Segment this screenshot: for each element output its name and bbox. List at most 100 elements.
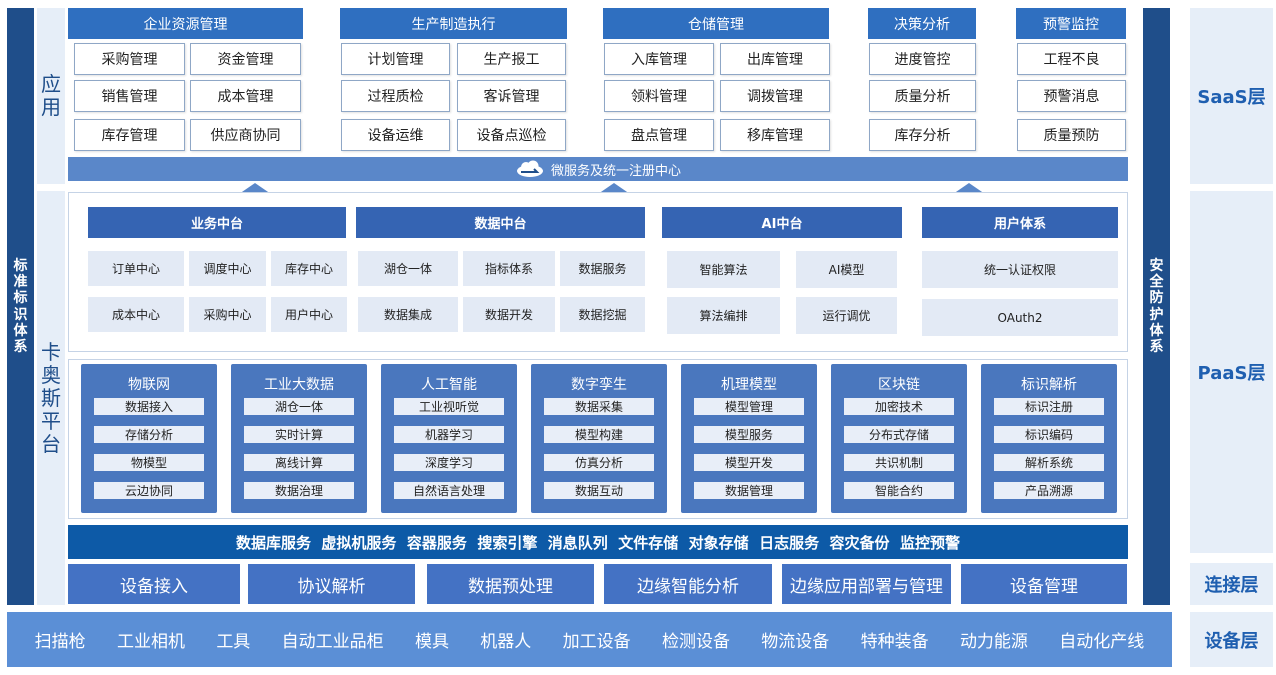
app-button[interactable]: 盘点管理 [604, 119, 714, 151]
tech-item[interactable]: 数据采集 [544, 398, 654, 415]
tech-item[interactable]: 数据管理 [694, 482, 804, 499]
tech-item[interactable]: 智能合约 [844, 482, 954, 499]
platform-item[interactable]: 湖仓一体 [358, 251, 458, 286]
tech-item[interactable]: 模型管理 [694, 398, 804, 415]
platform-item[interactable]: AI模型 [796, 251, 897, 288]
platform-item[interactable]: 订单中心 [88, 251, 184, 286]
app-button[interactable]: 质量预防 [1017, 119, 1126, 151]
tech-card-digital-twin: 数字孪生 数据采集 模型构建 仿真分析 数据互动 [531, 364, 667, 513]
connection-item[interactable]: 数据预处理 [427, 564, 594, 604]
app-button[interactable]: 工程不良 [1017, 43, 1126, 75]
tech-item[interactable]: 分布式存储 [844, 426, 954, 443]
app-button[interactable]: 库存管理 [74, 119, 185, 151]
tech-card-iot: 物联网 数据接入 存储分析 物模型 云边协同 [81, 364, 217, 513]
tech-item[interactable]: 工业视听觉 [394, 398, 504, 415]
device-layer-label: 设备层 [1190, 612, 1273, 667]
tech-item[interactable]: 模型开发 [694, 454, 804, 471]
tech-item[interactable]: 加密技术 [844, 398, 954, 415]
platform-item[interactable]: 数据开发 [463, 297, 555, 332]
app-button[interactable]: 成本管理 [190, 80, 301, 112]
app-button[interactable]: 领料管理 [604, 80, 714, 112]
tech-item[interactable]: 模型服务 [694, 426, 804, 443]
app-button[interactable]: 设备点巡检 [457, 119, 566, 151]
app-button[interactable]: 采购管理 [74, 43, 185, 75]
tech-card-mechanism-model: 机理模型 模型管理 模型服务 模型开发 数据管理 [681, 364, 817, 513]
app-button[interactable]: 出库管理 [720, 43, 830, 75]
tech-item[interactable]: 标识编码 [994, 426, 1104, 443]
tech-item[interactable]: 云边协同 [94, 482, 204, 499]
app-button[interactable]: 计划管理 [341, 43, 450, 75]
platform-item[interactable]: 算法编排 [667, 297, 780, 334]
tech-item[interactable]: 数据接入 [94, 398, 204, 415]
app-button[interactable]: 销售管理 [74, 80, 185, 112]
app-button[interactable]: 质量分析 [869, 80, 976, 112]
tech-card-ai: 人工智能 工业视听觉 机器学习 深度学习 自然语言处理 [381, 364, 517, 513]
platform-item[interactable]: 统一认证权限 [922, 251, 1118, 288]
connection-item[interactable]: 边缘智能分析 [604, 564, 772, 604]
app-button[interactable]: 调拨管理 [720, 80, 830, 112]
device-item: 检测设备 [661, 632, 730, 652]
app-button[interactable]: 客诉管理 [457, 80, 566, 112]
tech-item[interactable]: 物模型 [94, 454, 204, 471]
connection-item[interactable]: 设备接入 [68, 564, 240, 604]
app-button[interactable]: 资金管理 [190, 43, 301, 75]
platform-item[interactable]: 指标体系 [463, 251, 555, 286]
platform-item[interactable]: 数据服务 [560, 251, 645, 286]
connection-item[interactable]: 设备管理 [961, 564, 1127, 604]
tech-card-title: 标识解析 [1021, 377, 1077, 393]
device-item: 工业相机 [116, 632, 185, 652]
device-item: 自动工业品柜 [281, 632, 384, 652]
platform-item[interactable]: 用户中心 [271, 297, 347, 332]
platform-label-char: 平 [41, 408, 61, 433]
app-button[interactable]: 生产报工 [457, 43, 566, 75]
tech-item[interactable]: 产品溯源 [994, 482, 1104, 499]
tech-item[interactable]: 模型构建 [544, 426, 654, 443]
tech-item[interactable]: 数据治理 [244, 482, 354, 499]
tech-item[interactable]: 离线计算 [244, 454, 354, 471]
tech-item[interactable]: 深度学习 [394, 454, 504, 471]
app-button[interactable]: 设备运维 [341, 119, 450, 151]
platform-item[interactable]: 运行调优 [796, 297, 897, 334]
tech-item[interactable]: 存储分析 [94, 426, 204, 443]
business-platform-title: 业务中台 [88, 207, 346, 238]
app-group-title-erp: 企业资源管理 [68, 8, 303, 39]
platform-item[interactable]: 智能算法 [667, 251, 780, 288]
device-item: 扫描枪 [34, 632, 86, 652]
platform-item[interactable]: 库存中心 [271, 251, 347, 286]
device-item: 动力能源 [959, 632, 1028, 652]
tech-item[interactable]: 机器学习 [394, 426, 504, 443]
tech-item[interactable]: 自然语言处理 [394, 482, 504, 499]
app-button[interactable]: 移库管理 [720, 119, 830, 151]
tech-item[interactable]: 湖仓一体 [244, 398, 354, 415]
user-system-title: 用户体系 [922, 207, 1118, 238]
app-button[interactable]: 进度管控 [869, 43, 976, 75]
microservice-registry-bar: 微服务及统一注册中心 [68, 157, 1128, 181]
platform-item[interactable]: 调度中心 [189, 251, 266, 286]
tech-item[interactable]: 仿真分析 [544, 454, 654, 471]
app-button[interactable]: 供应商协同 [190, 119, 301, 151]
tech-item[interactable]: 标识注册 [994, 398, 1104, 415]
app-button[interactable]: 过程质检 [341, 80, 450, 112]
platform-label-char: 奥 [41, 362, 61, 387]
microservice-label: 微服务及统一注册中心 [550, 163, 681, 179]
device-item: 模具 [414, 632, 449, 652]
app-button[interactable]: 库存分析 [869, 119, 976, 151]
tech-item[interactable]: 共识机制 [844, 454, 954, 471]
platform-item[interactable]: 采购中心 [189, 297, 266, 332]
app-button[interactable]: 预警消息 [1017, 80, 1126, 112]
tech-item[interactable]: 实时计算 [244, 426, 354, 443]
platform-item[interactable]: OAuth2 [922, 299, 1118, 336]
tech-card-title: 数字孪生 [571, 377, 627, 393]
platform-item[interactable]: 数据集成 [358, 297, 458, 332]
platform-item[interactable]: 数据挖掘 [560, 297, 645, 332]
tech-item[interactable]: 数据互动 [544, 482, 654, 499]
device-item: 工具 [216, 632, 251, 652]
app-button[interactable]: 入库管理 [604, 43, 714, 75]
tech-item[interactable]: 解析系统 [994, 454, 1104, 471]
platform-item[interactable]: 成本中心 [88, 297, 184, 332]
connection-item[interactable]: 协议解析 [248, 564, 415, 604]
app-group-title-decision: 决策分析 [868, 8, 976, 39]
ai-platform-title: AI中台 [662, 207, 902, 238]
platform-label-char: 卡 [41, 339, 61, 364]
connection-item[interactable]: 边缘应用部署与管理 [782, 564, 951, 604]
